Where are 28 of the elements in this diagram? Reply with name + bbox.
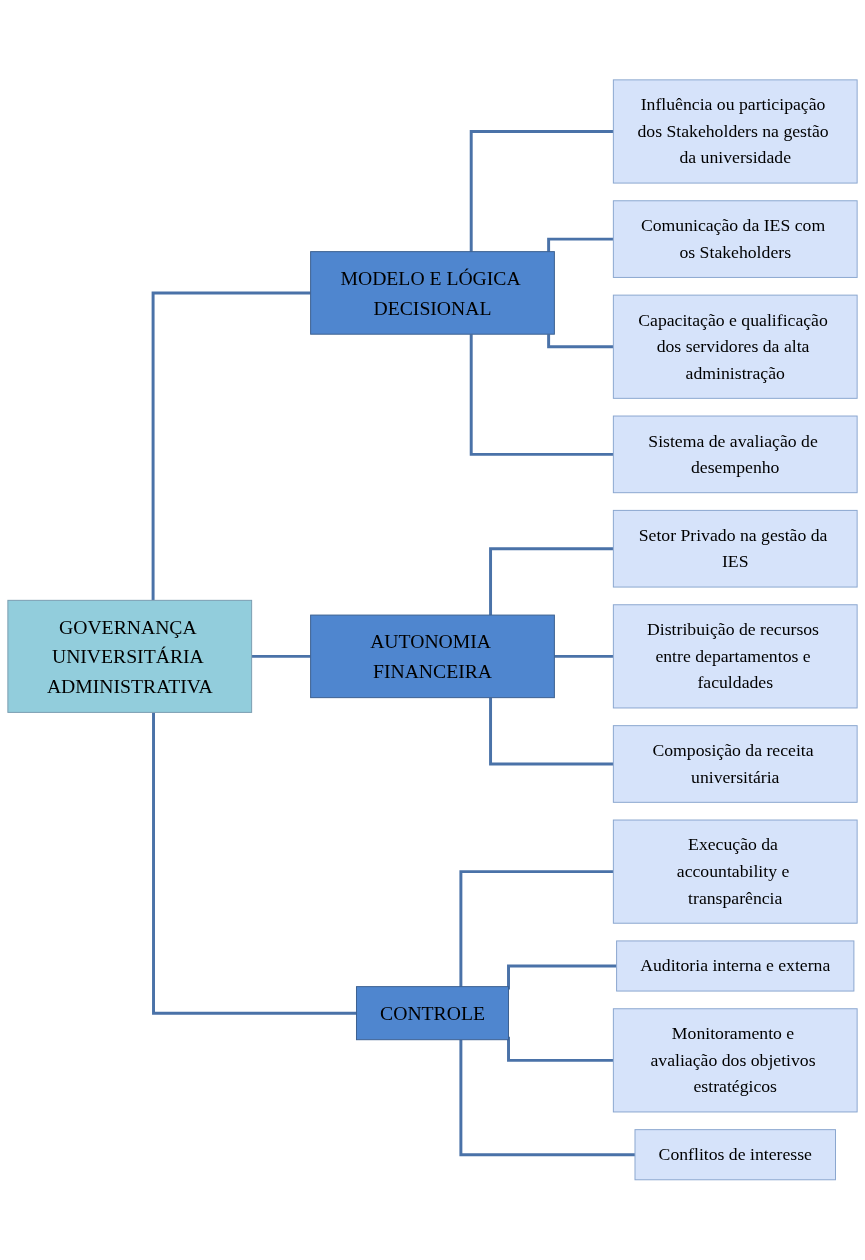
- connector: [507, 964, 617, 990]
- connector: [152, 712, 357, 1015]
- node-box: Composição da receita universitária: [612, 725, 858, 803]
- connector: [459, 1039, 635, 1157]
- connector: [250, 655, 311, 658]
- node-box: Comunicação da IES com os Stakeholders: [612, 200, 858, 279]
- node-box: Execução da accountability e transparência: [612, 819, 858, 924]
- connector: [489, 697, 614, 766]
- node-box: Auditoria interna e externa: [616, 940, 855, 992]
- node-box: CONTROLE: [356, 986, 509, 1041]
- connector: [489, 547, 614, 616]
- connector: [469, 334, 614, 456]
- connector: [507, 1037, 614, 1062]
- node-box: Distribuição de recursos entre departamentos e faculdades: [612, 604, 858, 709]
- node-box: Monitoramento e avaliação dos objetivos estratégicos: [612, 1008, 858, 1113]
- node-box: MODELO E LÓGICA DECISIONAL: [310, 251, 555, 335]
- node-box: Capacitação e qualificação dos servidores da alta administração: [612, 294, 858, 399]
- node-box: Influência ou participação dos Stakeholders na gestão da universidade: [612, 79, 858, 184]
- node-box: Conflitos de interesse: [634, 1129, 836, 1181]
- node-box: GOVERNANÇA UNIVERSITÁRIA ADMINISTRATIVA: [7, 600, 253, 714]
- connector: [547, 237, 614, 252]
- connector: [469, 130, 614, 252]
- node-box: Setor Privado na gestão da IES: [612, 510, 858, 588]
- connector: [459, 870, 614, 987]
- node-box: AUTONOMIA FINANCEIRA: [310, 614, 555, 699]
- node-box: Sistema de avaliação de desempenho: [612, 415, 858, 494]
- connector: [151, 291, 311, 601]
- connector: [547, 334, 614, 349]
